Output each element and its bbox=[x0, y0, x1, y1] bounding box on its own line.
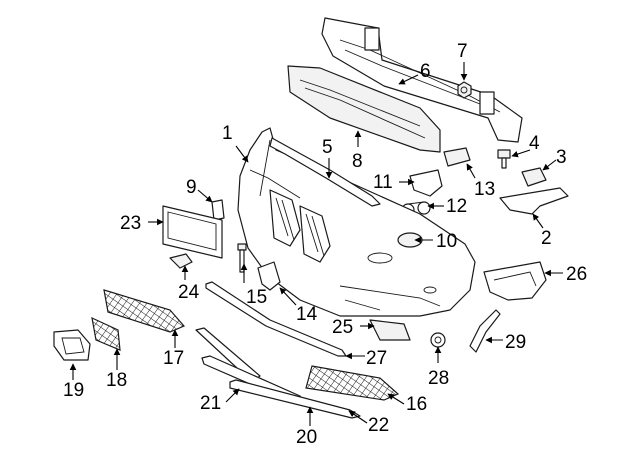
callout-number-10: 10 bbox=[436, 231, 457, 252]
leader-line-9 bbox=[197, 189, 213, 203]
callout-29: 29 bbox=[485, 332, 526, 353]
bracket-small bbox=[443, 147, 471, 167]
callout-number-3: 3 bbox=[556, 147, 567, 168]
callout-7: 7 bbox=[457, 41, 468, 81]
callout-28: 28 bbox=[428, 346, 449, 389]
callout-number-22: 22 bbox=[368, 415, 389, 436]
tow-bracket bbox=[409, 169, 443, 197]
callout-18: 18 bbox=[106, 348, 127, 391]
callout-20: 20 bbox=[296, 406, 317, 448]
callout-27: 27 bbox=[345, 348, 387, 369]
callout-19: 19 bbox=[63, 363, 84, 401]
screw-24 bbox=[169, 253, 193, 269]
clip-9 bbox=[211, 199, 225, 221]
bolt bbox=[497, 149, 511, 169]
callout-11: 11 bbox=[373, 172, 415, 193]
leader-line-4 bbox=[511, 149, 531, 158]
nut bbox=[457, 81, 472, 99]
leader-line-22 bbox=[348, 410, 368, 424]
callout-22: 22 bbox=[348, 410, 389, 436]
callout-25: 25 bbox=[332, 317, 375, 338]
callout-17: 17 bbox=[163, 329, 184, 369]
callout-number-20: 20 bbox=[296, 427, 317, 448]
callout-number-5: 5 bbox=[322, 137, 333, 158]
callout-number-28: 28 bbox=[428, 368, 449, 389]
callout-number-15: 15 bbox=[246, 287, 267, 308]
leader-line-2 bbox=[532, 213, 544, 229]
callout-5: 5 bbox=[322, 137, 333, 179]
callout-number-29: 29 bbox=[505, 332, 526, 353]
leader-line-3 bbox=[542, 159, 557, 171]
callout-21: 21 bbox=[200, 388, 240, 414]
bumper-cover bbox=[237, 127, 476, 317]
callout-number-21: 21 bbox=[200, 393, 221, 414]
callout-15: 15 bbox=[240, 263, 267, 308]
callout-1: 1 bbox=[222, 123, 249, 163]
callout-26: 26 bbox=[544, 264, 587, 285]
bracket-26 bbox=[483, 261, 547, 301]
callout-8: 8 bbox=[352, 130, 363, 172]
grille-trim bbox=[269, 137, 381, 207]
frame-19 bbox=[53, 329, 91, 361]
callout-number-13: 13 bbox=[474, 179, 495, 200]
license-plate-bracket bbox=[162, 205, 223, 259]
callout-number-7: 7 bbox=[457, 41, 468, 62]
callout-16: 16 bbox=[387, 393, 427, 415]
fog-lamp bbox=[430, 332, 446, 348]
reflector bbox=[369, 319, 411, 341]
callout-10: 10 bbox=[414, 231, 457, 252]
callout-9: 9 bbox=[186, 177, 213, 203]
lower-strip-21 bbox=[195, 327, 261, 383]
side-bracket bbox=[499, 187, 569, 215]
clip-bracket bbox=[521, 167, 547, 187]
molding-29 bbox=[469, 309, 501, 353]
callout-number-12: 12 bbox=[446, 196, 467, 217]
callout-2: 2 bbox=[532, 213, 552, 249]
leader-line-21 bbox=[225, 388, 240, 403]
callout-number-18: 18 bbox=[106, 370, 127, 391]
callout-number-11: 11 bbox=[373, 172, 393, 193]
leader-line-13 bbox=[466, 163, 476, 179]
callout-number-14: 14 bbox=[296, 304, 318, 325]
grille-left bbox=[103, 289, 185, 333]
callout-3: 3 bbox=[542, 147, 567, 171]
reinforcement-bar bbox=[321, 17, 523, 143]
callout-13: 13 bbox=[466, 163, 495, 200]
grille-small bbox=[91, 316, 121, 351]
stud-bolt bbox=[237, 243, 247, 273]
callout-12: 12 bbox=[427, 196, 467, 217]
callout-number-8: 8 bbox=[352, 151, 363, 172]
callout-number-24: 24 bbox=[178, 282, 200, 303]
leader-line-1 bbox=[235, 145, 249, 163]
callout-23: 23 bbox=[120, 213, 164, 234]
callout-number-2: 2 bbox=[541, 228, 552, 249]
leader-line-16 bbox=[387, 393, 405, 405]
callout-number-4: 4 bbox=[529, 133, 540, 154]
callout-14: 14 bbox=[279, 287, 318, 325]
bracket-14 bbox=[257, 261, 281, 291]
callout-4: 4 bbox=[511, 133, 540, 158]
callout-number-1: 1 bbox=[222, 123, 233, 144]
callout-number-27: 27 bbox=[366, 348, 387, 369]
leader-line-14 bbox=[279, 287, 297, 306]
callout-number-6: 6 bbox=[420, 61, 431, 82]
callout-number-19: 19 bbox=[63, 380, 84, 401]
callout-6: 6 bbox=[398, 61, 431, 85]
callout-number-17: 17 bbox=[163, 348, 184, 369]
callout-number-25: 25 bbox=[332, 317, 353, 338]
callout-24: 24 bbox=[178, 265, 200, 303]
leader-line-6 bbox=[398, 74, 419, 85]
lower-strip-22 bbox=[229, 379, 361, 419]
callout-number-9: 9 bbox=[186, 177, 197, 198]
impact-absorber bbox=[287, 65, 441, 153]
lower-grille bbox=[305, 365, 400, 401]
callout-number-23: 23 bbox=[120, 213, 141, 234]
callout-layer: 1234567891011121314151617181920212223242… bbox=[63, 41, 587, 448]
callout-number-26: 26 bbox=[566, 264, 587, 285]
callout-number-16: 16 bbox=[406, 394, 427, 415]
